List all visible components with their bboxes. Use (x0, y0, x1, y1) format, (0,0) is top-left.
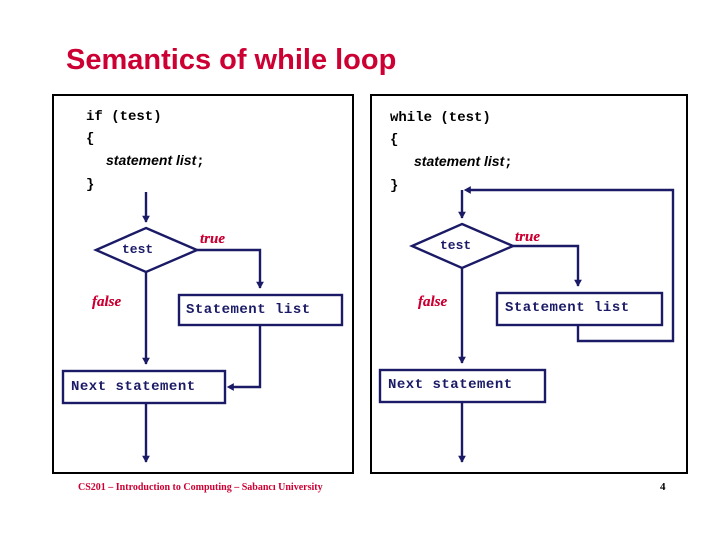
if-code-line-4: } (86, 177, 95, 193)
if-process-text: Statement list (186, 302, 311, 318)
footer-course-text: CS201 – Introduction to Computing – Saba… (78, 482, 323, 493)
while-false-text: false (418, 294, 448, 310)
page-title: Semantics of while loop (66, 44, 397, 76)
while-true-text: true (515, 229, 541, 245)
while-code-semicolon: ; (504, 155, 513, 171)
if-code-statement-list: statement list (106, 152, 197, 168)
while-false-label: false (418, 294, 448, 310)
while-code-line-3: statement list; (414, 152, 513, 174)
if-panel (52, 94, 354, 474)
while-panel (370, 94, 688, 474)
if-code-semicolon: ; (196, 154, 205, 170)
if-decision-text: test (122, 242, 154, 257)
if-code-line-1: if (test) (86, 109, 162, 125)
if-true-text: true (200, 231, 226, 247)
while-code-statement-list: statement list (414, 153, 505, 169)
while-process-text: Statement list (505, 300, 630, 316)
if-code-line-2: { (86, 131, 95, 147)
while-code-line-1: while (test) (390, 110, 491, 126)
if-next-statement-text: Next statement (71, 379, 196, 395)
while-code-line-4: } (390, 178, 399, 194)
if-code-line-3: statement list; (106, 151, 205, 173)
while-code-line-2: { (390, 132, 399, 148)
if-true-label: true (200, 231, 226, 247)
page-number: 4 (660, 481, 666, 493)
if-false-label: false (92, 294, 122, 310)
if-false-text: false (92, 294, 122, 310)
while-decision-text: test (440, 238, 472, 253)
while-next-statement-text: Next statement (388, 377, 513, 393)
